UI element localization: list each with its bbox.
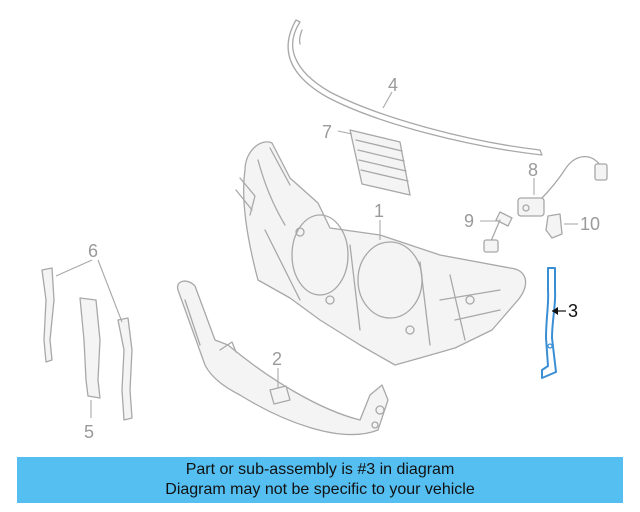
callout-6-leader-right (97, 259, 123, 323)
callout-4[interactable]: 4 (388, 75, 398, 95)
callout-7-leader (337, 130, 353, 135)
callout-2[interactable]: 2 (272, 349, 282, 369)
part-5-seal[interactable] (79, 297, 101, 399)
part-7-deflector[interactable] (349, 129, 411, 196)
callout-7[interactable]: 7 (322, 122, 332, 142)
part-3-bracket[interactable] (541, 267, 557, 379)
callout-5[interactable]: 5 (84, 422, 94, 442)
info-banner: Part or sub-assembly is #3 in diagram Di… (17, 457, 623, 503)
banner-line-2: Diagram may not be specific to your vehi… (165, 481, 475, 498)
callout-6-leader-left (55, 259, 93, 277)
part-2-lower-bar[interactable] (176, 280, 389, 436)
part-1-radiator-support[interactable] (235, 141, 527, 366)
part-9-bolt[interactable] (483, 211, 513, 253)
callout-6[interactable]: 6 (88, 241, 98, 261)
callout-3[interactable]: 3 (568, 301, 578, 321)
banner-line-1: Part or sub-assembly is #3 in diagram (185, 461, 455, 478)
part-6-side-seals[interactable] (41, 267, 133, 421)
callout-10[interactable]: 10 (580, 214, 600, 234)
parts-diagram: 4 7 1 8 9 10 (41, 19, 608, 442)
part-10-clip[interactable] (545, 213, 563, 239)
part-8-sensor[interactable] (517, 156, 608, 217)
callout-4-leader (382, 91, 393, 109)
callout-8[interactable]: 8 (528, 160, 538, 180)
part-4-seal-strip[interactable] (287, 19, 543, 156)
callout-9[interactable]: 9 (464, 211, 474, 231)
callout-1[interactable]: 1 (374, 201, 384, 221)
